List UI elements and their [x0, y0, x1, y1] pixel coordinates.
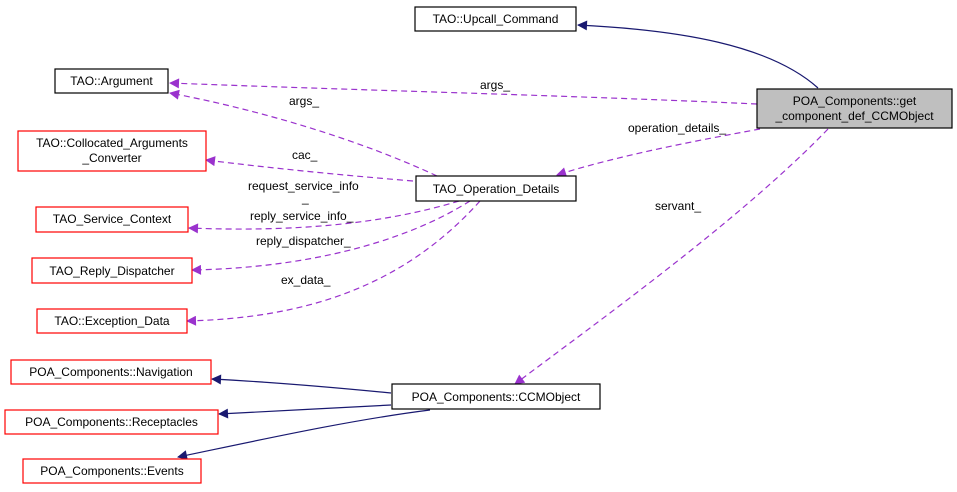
edge-focus-to-ccmobject-servant [514, 128, 829, 385]
edge-label-reply-dispatcher: reply_dispatcher_ [256, 234, 351, 248]
edge-label-args-opdetails: args_ [289, 94, 319, 108]
node-label: TAO::Upcall_Command [433, 12, 559, 26]
node-argument[interactable]: TAO::Argument [54, 68, 169, 94]
node-label: POA_Components::Events [40, 464, 183, 478]
node-label: TAO::Exception_Data [54, 314, 169, 328]
edge-label-servant: servant_ [655, 199, 701, 213]
node-events[interactable]: POA_Components::Events [22, 458, 202, 484]
edge-label-request-service-info: request_service_info [248, 179, 359, 193]
edge-focus-to-opdetails [556, 128, 761, 178]
node-focus-get-component-def[interactable]: POA_Components::get _component_def_CCMOb… [756, 88, 953, 129]
node-exception-data[interactable]: TAO::Exception_Data [36, 308, 188, 334]
edge-focus-to-upcall [577, 20, 819, 89]
edge-label-request-service-info-cont: _ [301, 191, 309, 205]
node-navigation[interactable]: POA_Components::Navigation [10, 359, 212, 385]
node-operation-details[interactable]: TAO_Operation_Details [415, 175, 577, 202]
node-label-line-1: POA_Components::get [793, 94, 917, 108]
edges [169, 20, 829, 461]
edge-focus-to-argument-args [169, 78, 758, 105]
node-label: POA_Components::Navigation [29, 365, 192, 379]
edge-labels: args_ operation_details_ servant_ args_ … [248, 78, 726, 287]
edge-opdetails-to-exdata [186, 200, 481, 326]
node-label: POA_Components::Receptacles [25, 415, 198, 429]
node-label: TAO::Argument [70, 74, 153, 88]
edge-ccmobject-to-receptacles [218, 404, 392, 419]
node-reply-dispatcher[interactable]: TAO_Reply_Dispatcher [31, 257, 193, 284]
edge-opdetails-to-replydisp [191, 200, 471, 275]
edge-label-operation-details: operation_details_ [628, 121, 726, 135]
node-service-context[interactable]: TAO_Service_Context [35, 206, 189, 233]
node-ccmobject[interactable]: POA_Components::CCMObject [391, 383, 601, 410]
node-collocated-arguments-converter[interactable]: TAO::Collocated_Arguments _Converter [17, 130, 207, 172]
node-label: POA_Components::CCMObject [412, 390, 581, 404]
node-label: TAO_Operation_Details [433, 182, 560, 196]
edge-ccmobject-to-events [177, 409, 431, 461]
node-label-line-2: _component_def_CCMObject [774, 109, 934, 123]
edge-opdetails-to-svcctx [188, 200, 460, 234]
node-label-line-2: _Converter [81, 151, 141, 165]
node-upcall-command[interactable]: TAO::Upcall_Command [414, 6, 577, 32]
node-receptacles[interactable]: POA_Components::Receptacles [4, 409, 219, 435]
edge-ccmobject-to-navigation [211, 374, 392, 394]
edge-opdetails-to-cac [205, 156, 414, 182]
edge-label-ex-data: ex_data_ [281, 273, 331, 287]
edge-opdetails-to-argument [169, 89, 438, 177]
node-label: TAO_Reply_Dispatcher [49, 264, 174, 278]
edge-label-reply-service-info: reply_service_info_ [250, 209, 354, 223]
edge-label-args-focus: args_ [480, 78, 510, 92]
node-label: TAO_Service_Context [53, 212, 172, 226]
edge-label-cac: cac_ [292, 148, 318, 162]
node-label-line-1: TAO::Collocated_Arguments [36, 136, 188, 150]
